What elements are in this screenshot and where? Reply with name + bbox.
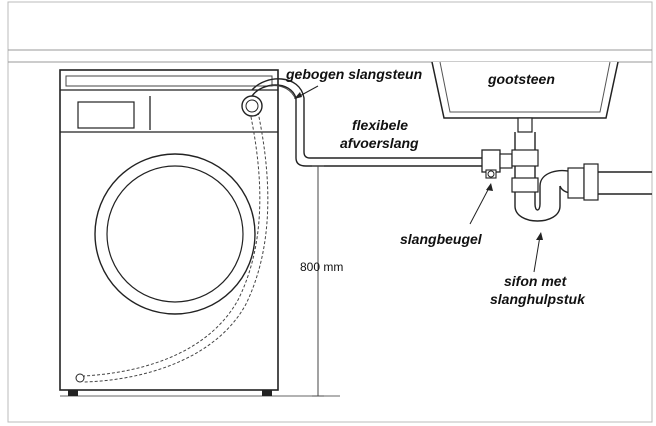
label-hose-support: gebogen slangsteun <box>285 66 422 82</box>
detergent-drawer <box>77 101 135 129</box>
label-sink: gootsteen <box>487 71 555 87</box>
height-dimension <box>312 165 324 397</box>
siphon-trap <box>511 117 652 222</box>
label-drain-hose-line2: afvoerslang <box>340 135 419 151</box>
label-hose-clamp: slangbeugel <box>400 231 483 247</box>
arrow-icon <box>469 183 493 225</box>
drain-hose <box>251 78 482 167</box>
diagram-frame <box>7 1 653 423</box>
label-drain-hose-line1: flexibele <box>352 117 408 133</box>
arrow-icon <box>294 85 319 99</box>
hose-outlet <box>241 95 263 117</box>
hose-clamp <box>481 149 513 179</box>
arrow-icon <box>533 232 543 273</box>
machine-door-inner <box>106 165 244 303</box>
label-trap-line2: slanghulpstuk <box>490 291 586 307</box>
wall-lines <box>8 49 652 63</box>
internal-hose-dashed <box>83 111 261 377</box>
label-trap-line1: sifon met <box>504 273 568 289</box>
washing-machine <box>59 69 279 396</box>
height-dimension-label: 800 mm <box>300 260 343 274</box>
